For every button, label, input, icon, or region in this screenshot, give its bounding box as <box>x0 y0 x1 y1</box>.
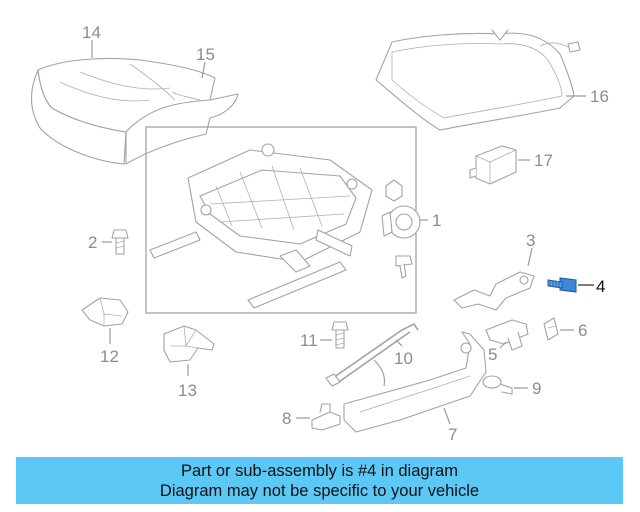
part-11-bolt[interactable] <box>331 321 349 349</box>
callout-15: 15 <box>196 45 215 64</box>
banner-line-1: Part or sub-assembly is #4 in diagram <box>181 461 458 480</box>
callout-7: 7 <box>448 425 457 444</box>
callout-8: 8 <box>282 409 291 428</box>
callout-12: 12 <box>100 347 119 366</box>
callout-6: 6 <box>578 321 587 340</box>
callout-3: 3 <box>526 231 535 250</box>
part-2-bolt[interactable] <box>111 229 129 255</box>
info-banner: Part or sub-assembly is #4 in diagram Di… <box>16 457 623 504</box>
part-5-clip[interactable] <box>485 319 529 351</box>
part-6-clip[interactable] <box>543 317 559 341</box>
callout-14: 14 <box>82 23 101 42</box>
banner-line-2: Diagram may not be specific to your vehi… <box>159 481 480 500</box>
callout-13: 13 <box>178 381 197 400</box>
part-17-control-module[interactable] <box>469 145 517 185</box>
part-8-clip[interactable] <box>311 403 341 431</box>
part-3-lever-bracket[interactable] <box>453 271 535 311</box>
part-15-seat-cover[interactable] <box>125 91 239 165</box>
part-14-cushion-pad[interactable] <box>30 57 216 165</box>
callout-1: 1 <box>432 211 441 230</box>
callout-4: 4 <box>596 277 605 296</box>
callout-16: 16 <box>590 87 609 106</box>
callout-17: 17 <box>534 151 553 170</box>
callout-5: 5 <box>488 345 497 364</box>
callout-2: 2 <box>88 233 97 252</box>
part-10-cable-rod[interactable] <box>325 322 419 387</box>
part-12-bracket[interactable] <box>81 297 129 327</box>
part-9-grommet[interactable] <box>482 375 513 395</box>
part-4-bolt-highlighted[interactable] <box>547 277 577 293</box>
part-1-seat-frame[interactable] <box>149 143 421 309</box>
callout-9: 9 <box>532 379 541 398</box>
part-13-cover[interactable] <box>163 325 215 363</box>
parts-diagram: 14 15 1 16 <box>30 23 609 444</box>
part-16-seat-heater-pad[interactable] <box>375 29 581 131</box>
callout-10: 10 <box>394 349 413 368</box>
callout-11: 11 <box>300 331 318 350</box>
part-7-side-shield[interactable] <box>343 331 487 433</box>
